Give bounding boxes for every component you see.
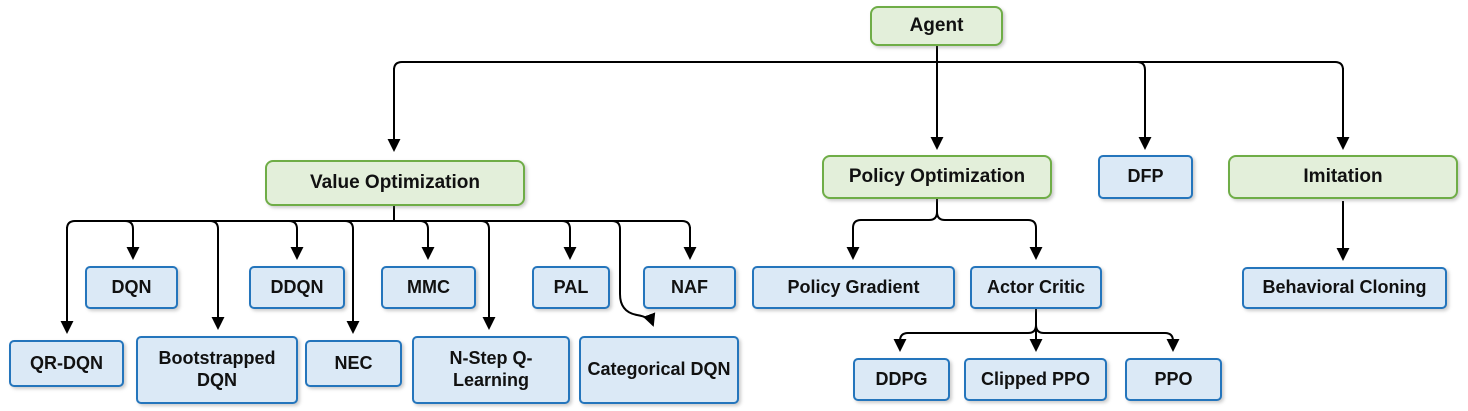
edge-value-optimization-nec — [344, 220, 360, 334]
node-imitation: Imitation — [1228, 155, 1458, 199]
node-clipped-ppo: Clipped PPO — [964, 358, 1107, 401]
edge-value-optimization-ddqn — [288, 220, 304, 260]
edge-agent-bus — [393, 61, 1344, 71]
edge-value-optimization-categorical-dqn — [611, 220, 656, 327]
node-mmc: MMC — [381, 266, 476, 309]
edge-value-optimization-mmc — [419, 220, 435, 260]
node-nstep-qlearning: N-Step Q-Learning — [412, 336, 570, 404]
node-behavioral-cloning: Behavioral Cloning — [1242, 267, 1447, 309]
node-bootstrapped-dqn: Bootstrapped DQN — [136, 336, 298, 404]
node-qr-dqn: QR-DQN — [9, 340, 124, 387]
node-nec: NEC — [305, 340, 402, 387]
node-actor-critic: Actor Critic — [970, 266, 1102, 309]
node-categorical-dqn: Categorical DQN — [579, 336, 739, 404]
node-policy-optimization: Policy Optimization — [822, 155, 1052, 199]
node-policy-gradient: Policy Gradient — [752, 266, 955, 309]
edge-actor-critic-ddpg — [893, 324, 1037, 352]
edge-value-optimization-nstep-qlearning — [480, 220, 496, 330]
edge-agent-dfp — [1136, 61, 1152, 150]
edge-policy-optimization-policy-gradient — [846, 211, 938, 260]
node-dfp: DFP — [1098, 155, 1193, 199]
node-dqn: DQN — [85, 266, 178, 309]
edge-value-optimization-bootstrapped-dqn — [209, 220, 225, 330]
node-ddpg: DDPG — [853, 358, 950, 401]
node-agent: Agent — [870, 6, 1003, 46]
edge-policy-optimization-actor-critic — [936, 211, 1043, 260]
node-value-optimization: Value Optimization — [265, 160, 525, 206]
edge-actor-critic-ppo — [1035, 324, 1180, 352]
node-ppo: PPO — [1125, 358, 1222, 401]
node-pal: PAL — [532, 266, 610, 309]
edge-value-optimization-dqn — [124, 220, 140, 260]
node-naf: NAF — [643, 266, 736, 309]
node-ddqn: DDQN — [249, 266, 345, 309]
edge-value-optimization-pal — [561, 220, 577, 260]
edge-value-optimization-bus — [66, 220, 691, 230]
